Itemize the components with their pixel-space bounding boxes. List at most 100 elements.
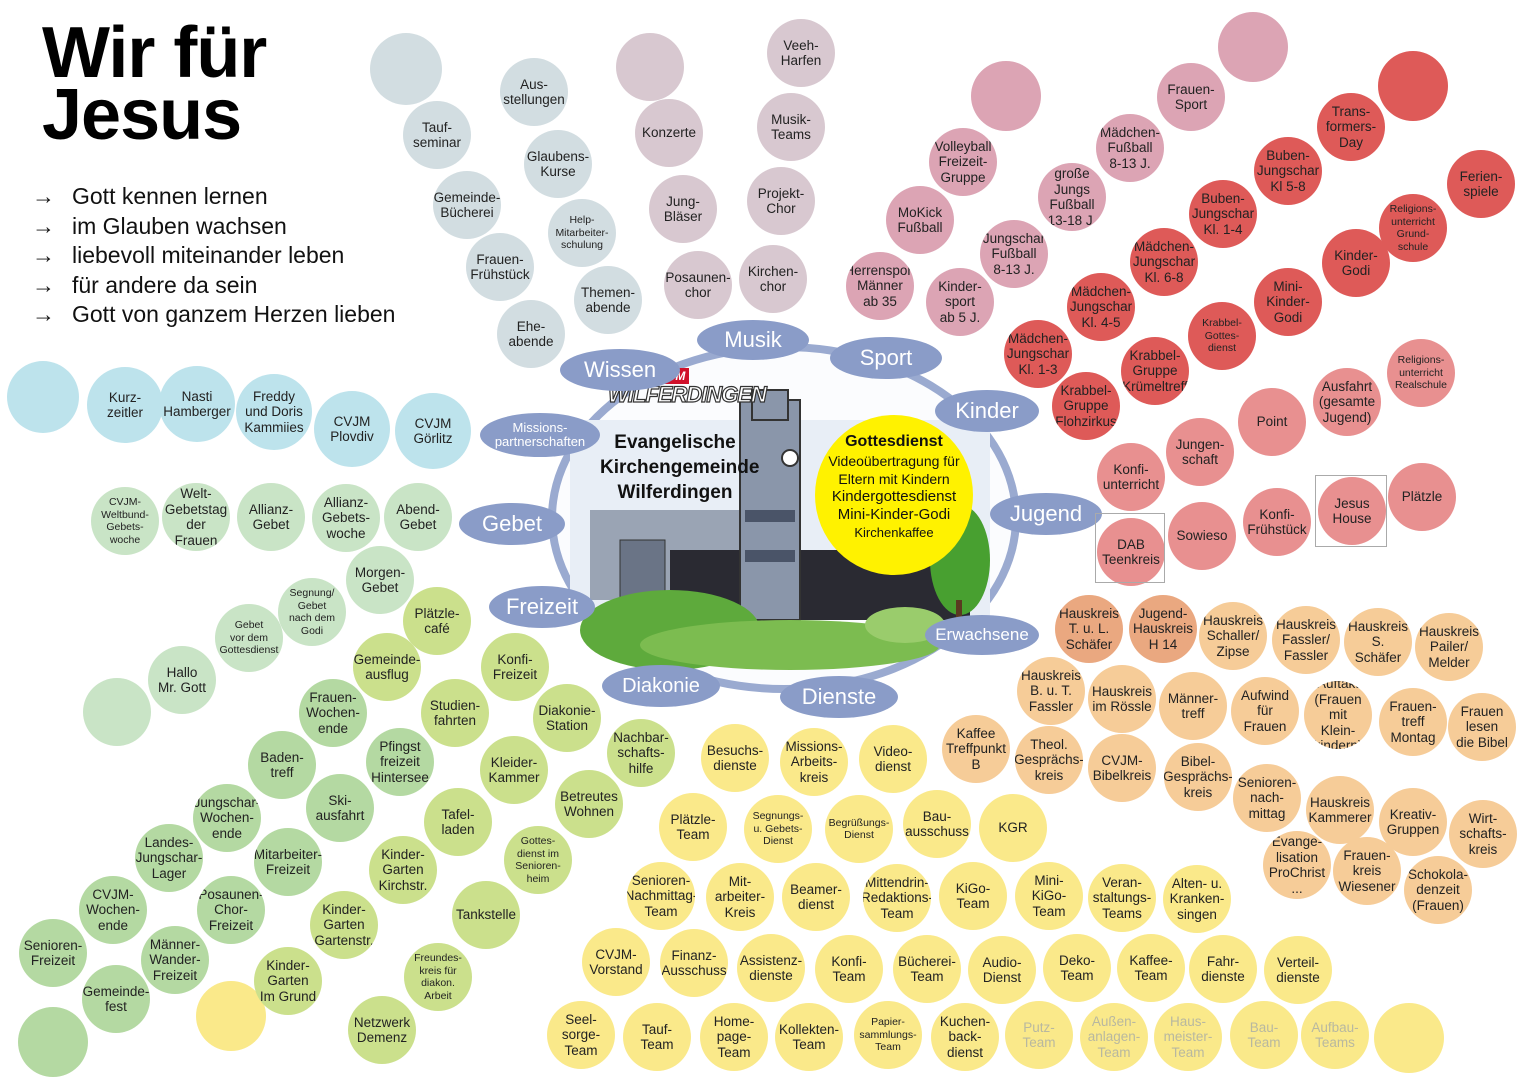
ministry-label: Auftakt (Frauen mit Klein- kindern) [1313,681,1363,749]
ministry-label: Krabbel- Gottes- dienst [1202,317,1242,355]
ministry-label: KiGo- Team [955,880,991,912]
ministry-bubble: Sowieso [1168,502,1236,570]
ministry-label: Video- dienst [873,743,913,775]
gottesdienst-circle: Gottesdienst Videoübertragung für Eltern… [815,415,973,575]
ministry-bubble: Männer- treff [1159,672,1227,740]
ministry-label: Hauskreis Pailer/ Melder [1418,623,1480,670]
ministry-label: Trans- formers- Day [1325,103,1377,150]
ministry-label: Tauf- Team [640,1021,674,1053]
ministry-bubble: Konfi- Team [815,935,883,1003]
ministry-bubble: Außen- anlagen- Team [1080,1003,1148,1071]
goal-item: →im Glauben wachsen [32,212,395,242]
ministry-bubble: Bau- Team [1230,1001,1298,1069]
ministry-label: Audio- Dienst [982,954,1022,986]
ministry-bubble: Schokola- denzeit (Frauen) [1404,856,1472,924]
ministry-bubble: Allianz- Gebet [237,483,305,551]
church-name: Evangelische Kirchengemeinde Wilferdinge… [600,432,760,503]
ministry-label: MoKick Fußball [897,204,943,236]
ministry-label: Musik- Teams [771,111,811,143]
ministry-label: Veeh- Harfen [780,37,822,69]
ministry-bubble: Landes- Jungschar- Lager [135,824,203,892]
ministry-bubble: Religions- unterricht Realschule [1387,339,1455,407]
ministry-label: Hauskreis Fassler/ Fassler [1275,616,1337,663]
ministry-label: Mädchen- Jungschar Kl. 1-3 [1006,330,1070,377]
ministry-bubble: Gemeinde- ausflug [353,633,421,701]
ministry-label: Kinder- Godi [1334,247,1378,279]
ministry-bubble: Point [1238,388,1306,456]
ministry-bubble: Glaubens- Kurse [524,130,592,198]
ministry-bubble: Bücherei- Team [893,935,961,1003]
ministry-bubble: CVJM Plovdiv [314,391,390,467]
ministry-bubble: Frauen lesen die Bibel [1448,693,1516,761]
ministry-bubble: Jungschar- Wochen- ende [193,784,261,852]
ministry-label: Jugend- Hauskreis H 14 [1132,605,1194,652]
ministry-bubble: Finanz- Ausschuss [660,929,728,997]
ministry-bubble: Audio- Dienst [968,936,1036,1004]
highlight-box-jesus-house [1315,475,1387,547]
ministry-bubble: Ehe- abende [497,300,565,368]
ministry-label: Kreativ- Gruppen [1386,806,1440,838]
ministry-label: Bau- ausschuss [905,808,969,840]
decorative-circle [196,981,266,1051]
ministry-bubble: Verteil- dienste [1264,936,1332,1004]
ministry-label: Tankstelle [455,907,517,923]
decorative-circle [1218,12,1288,82]
category-diakonie: Diakonie [602,665,720,707]
ministry-bubble: Help- Mitarbeiter- schulung [548,199,616,267]
ministry-bubble: Bau- ausschuss [903,790,971,858]
ministry-bubble: Ski- ausfahrt [306,774,374,842]
ministry-bubble: Ausfahrt (gesamte Jugend) [1313,368,1381,436]
ministry-label: Kinder- Garten Kirchstr. [378,846,428,893]
goal-item: →Gott kennen lernen [32,182,395,212]
ministry-label: Gemeinde- Bücherei [433,189,501,221]
category-kinder: Kinder [935,390,1039,432]
ministry-bubble: Evange- lisation ProChrist ... [1263,831,1331,899]
ministry-label: Bücherei- Team [898,953,956,985]
ministry-bubble: Tauf- Team [623,1003,691,1071]
ministry-bubble: Putz- Team [1005,1001,1073,1069]
ministry-bubble: Krabbel- Gruppe Flohzirkus [1052,372,1120,440]
ministry-label: Home- page- Team [713,1013,755,1060]
ministry-label: CVJM- Weltbund- Gebets- woche [101,496,149,546]
ministry-bubble: Buben- Jungschar Kl 5-8 [1254,137,1322,205]
ministry-label: Mädchen- Jungschar Kl. 6-8 [1132,238,1196,285]
ministry-label: Ferien- spiele [1459,168,1503,200]
ministry-bubble: Aus- stellungen [500,58,568,126]
ministry-label: Konfi- Frühstück [1247,506,1307,538]
ministry-bubble: Assistenz- dienste [737,934,805,1002]
ministry-bubble: Hauskreis S. Schäfer [1344,608,1412,676]
ministry-label: Männer- treff [1167,690,1219,722]
category-gebet: Gebet [459,503,565,545]
highlight-box-dab [1095,513,1165,583]
ministry-bubble: Senioren- Nachmittag- Team [627,862,695,930]
ministry-bubble: Theol. Gesprächs- kreis [1015,726,1083,794]
ministry-bubble: Seel- sorge- Team [547,1001,615,1069]
ministry-label: Buben- Jungschar Kl. 1-4 [1191,190,1255,237]
ministry-label: Außen- anlagen- Team [1087,1013,1141,1060]
goal-text: liebevoll miteinander leben [72,242,345,268]
ministry-bubble: Kinder- Garten Gartenstr. [310,891,378,959]
arrow-right-icon: → [32,242,55,268]
ministry-bubble: Kollekten- Team [775,1003,843,1071]
ministry-label: Veran- staltungs- Teams [1092,874,1152,921]
ministry-label: Aufbau- Teams [1311,1019,1359,1051]
arrow-right-icon: → [32,271,55,298]
goal-text: Gott von ganzem Herzen lieben [72,301,396,327]
ministry-bubble: CVJM- Wochen- ende [79,876,147,944]
ministry-bubble: Kirchen- chor [739,245,807,313]
ministry-bubble: Kinder- Garten Im Grund [254,947,322,1015]
ministry-label: Betreutes Wohnen [560,788,618,820]
ministry-label: Posaunen- Chor- Freizeit [198,886,264,933]
ministry-label: Jung- Bläser [663,193,703,225]
ministry-bubble: Freddy und Doris Kammiies [236,374,312,450]
ministry-bubble: Veran- staltungs- Teams [1088,864,1156,932]
ministry-bubble: Kaffee- Team [1117,934,1185,1002]
gottesdienst-kigo: Kindergottesdienst [831,488,957,505]
ministry-label: Help- Mitarbeiter- schulung [555,214,609,252]
ministry-bubble: Alten- u. Kranken- singen [1163,865,1231,933]
ministry-bubble: Betreutes Wohnen [555,770,623,838]
ministry-bubble: Missions- Arbeits- kreis [780,728,848,796]
ministry-label: Kirchen- chor [747,263,799,295]
ministry-bubble: Deko- Team [1043,934,1111,1002]
ministry-label: Abend- Gebet [396,501,440,533]
